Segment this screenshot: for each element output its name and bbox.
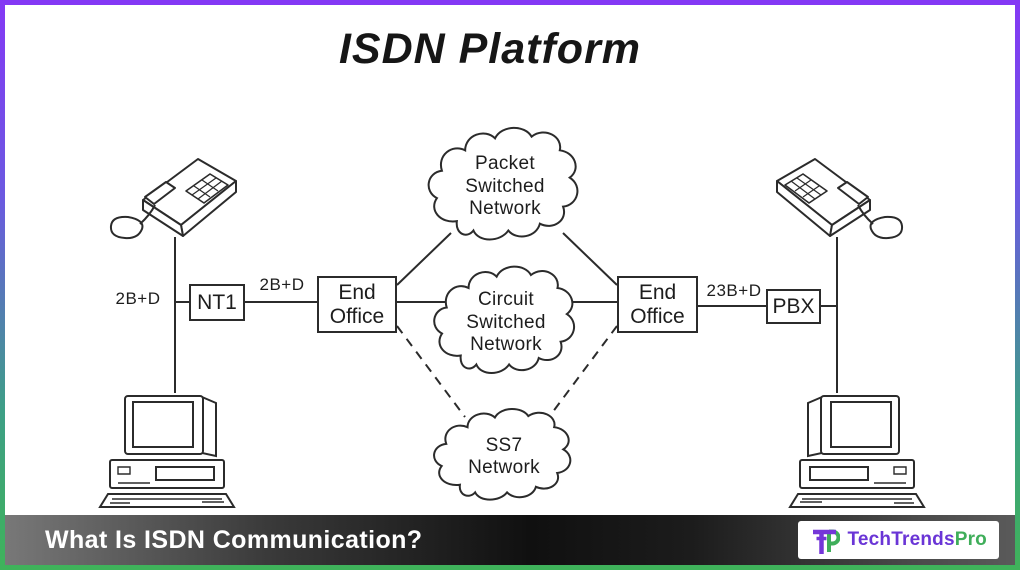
cloud-label: SS7 Network: [428, 405, 580, 509]
page-title: ISDN Platform: [338, 25, 642, 73]
cloud-shape: [428, 262, 584, 384]
label-2bd-middle: 2B+D: [259, 275, 305, 294]
footer-caption: What Is ISDN Communication?: [45, 525, 423, 554]
cloud-shape: [422, 123, 588, 251]
cloud-label-line: Circuit: [478, 289, 534, 311]
cloud-ss7-network: SS7 Network: [428, 405, 580, 509]
box-label-line: Office: [630, 304, 685, 328]
box-label-line: End: [638, 280, 677, 304]
box-label-line: End: [338, 280, 376, 304]
cloud-label-line: SS7: [485, 434, 523, 456]
box-label-line: Office: [329, 304, 385, 328]
computer-right-icon: [778, 390, 926, 510]
cloud-shape: [428, 405, 580, 509]
telephone-right-icon: [770, 145, 915, 253]
brand-name-secondary: Pro: [954, 529, 987, 550]
label-2bd-left: 2B+D: [115, 289, 161, 308]
cloud-label: Packet Switched Network: [422, 123, 588, 251]
dashed-ss7-links: [396, 325, 618, 418]
diagram-canvas: ISDN Platform: [5, 5, 1015, 565]
brand-monogram-icon: [813, 529, 841, 554]
box-pbx: PBX: [766, 289, 821, 324]
brand-logo: TechTrendsPro: [798, 521, 999, 559]
telephone-left-icon: [98, 145, 243, 253]
cloud-circuit-switched-network: Circuit Switched Network: [428, 262, 584, 384]
label-23bd-right: 23B+D: [706, 281, 762, 300]
box-label: PBX: [772, 294, 815, 318]
cloud-label-line: Packet: [475, 153, 535, 175]
brand-name: TechTrendsPro: [847, 529, 987, 551]
box-label: NT1: [197, 290, 237, 314]
cloud-label-line: Network: [470, 334, 542, 356]
computer-left-icon: [98, 390, 246, 510]
box-nt1: NT1: [189, 284, 245, 321]
box-end-office-right: End Office: [617, 276, 698, 333]
box-end-office-left: End Office: [317, 276, 397, 333]
solid-links: [174, 232, 838, 393]
cloud-label-line: Switched: [465, 175, 545, 197]
footer-bar: What Is ISDN Communication? TechTrendsPr…: [5, 515, 1015, 565]
brand-name-primary: TechTrends: [847, 529, 955, 550]
cloud-label-line: Switched: [466, 311, 546, 333]
cloud-label-line: Network: [468, 457, 540, 478]
cloud-packet-switched-network: Packet Switched Network: [422, 123, 588, 251]
cloud-label-line: Network: [469, 198, 541, 220]
connection-lines: [174, 232, 838, 418]
cloud-label: Circuit Switched Network: [428, 262, 584, 384]
